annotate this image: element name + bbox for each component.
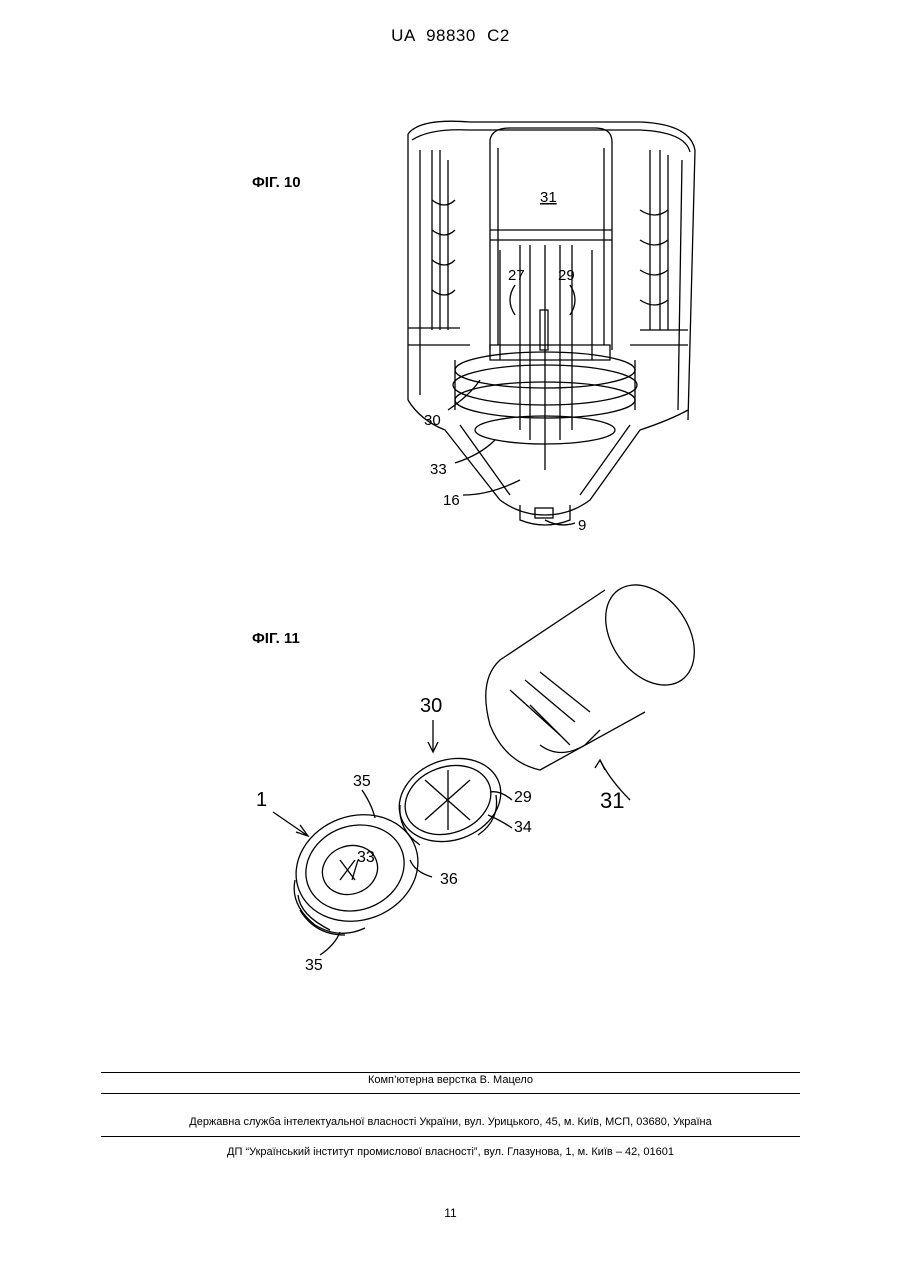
agency-address: Державна служба інтелектуальної власност… bbox=[0, 1116, 901, 1128]
ref-1: 1 bbox=[256, 789, 267, 811]
footer-rule-3 bbox=[101, 1136, 800, 1137]
page-number: 11 bbox=[0, 1206, 901, 1220]
typesetting-credit: Комп’ютерна верстка В. Мацело bbox=[0, 1074, 901, 1086]
ref-29b: 29 bbox=[514, 789, 532, 806]
institute-address: ДП “Український інститут промислової вла… bbox=[0, 1146, 901, 1158]
ref-31b: 31 bbox=[600, 788, 624, 813]
ref-33b: 33 bbox=[357, 849, 375, 866]
footer-rule-2 bbox=[101, 1093, 800, 1094]
ref-35b: 35 bbox=[305, 957, 323, 974]
ref-36: 36 bbox=[440, 871, 458, 888]
ref-34: 34 bbox=[514, 819, 532, 836]
footer-rule-1 bbox=[101, 1072, 800, 1073]
ref-35a: 35 bbox=[353, 773, 371, 790]
ref-30b: 30 bbox=[420, 695, 442, 717]
